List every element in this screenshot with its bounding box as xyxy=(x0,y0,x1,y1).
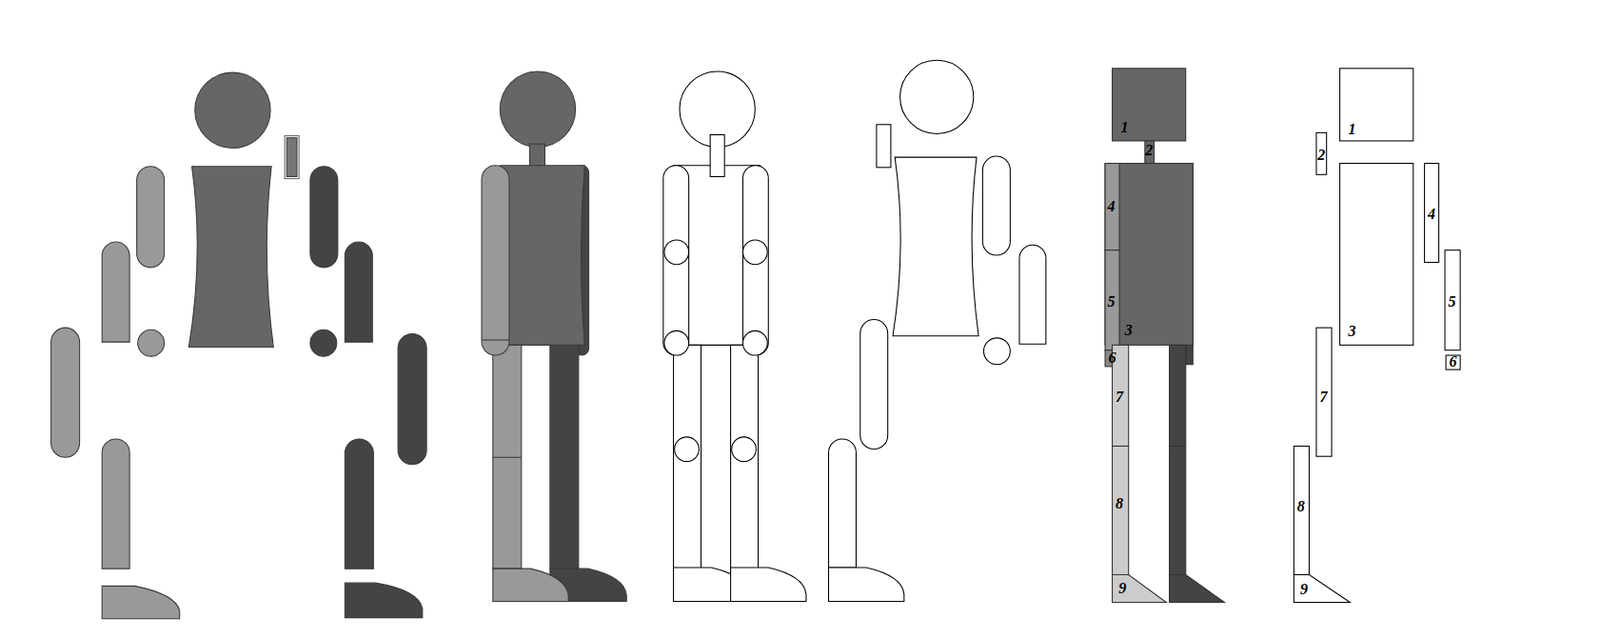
arm xyxy=(742,165,769,356)
forearm-block xyxy=(1105,250,1120,351)
callout-number: 8 xyxy=(1297,498,1305,514)
exploded-grey-figure xyxy=(51,72,428,619)
leg xyxy=(673,344,702,601)
upper-arm-block xyxy=(1105,163,1120,251)
callout-number: 5 xyxy=(1448,294,1457,310)
callout-number: 7 xyxy=(1115,389,1124,405)
callout-number: 3 xyxy=(1125,322,1133,338)
arm xyxy=(481,165,510,356)
callout-number: 4 xyxy=(1427,206,1436,222)
assembled-outline-figure xyxy=(663,71,807,601)
shin-block xyxy=(1293,445,1309,574)
neck-block xyxy=(1316,132,1327,175)
foot-block xyxy=(1293,574,1350,603)
forearm xyxy=(101,241,130,342)
callout-number: 6 xyxy=(1449,355,1458,371)
shin-block xyxy=(1112,445,1129,574)
assembled-grey-figure xyxy=(481,71,627,601)
foot xyxy=(730,567,807,601)
foot-block xyxy=(1169,574,1225,603)
forearm xyxy=(1019,244,1047,344)
callout-number: 6 xyxy=(1108,350,1117,366)
callout-number: 8 xyxy=(1115,496,1124,513)
torso-block xyxy=(1340,163,1414,346)
head-block xyxy=(1112,68,1186,141)
leg xyxy=(493,344,522,569)
thigh xyxy=(860,319,889,450)
leg-block xyxy=(1169,344,1186,574)
upper-arm xyxy=(982,156,1010,256)
foot xyxy=(344,582,422,617)
leg xyxy=(730,344,759,601)
leg xyxy=(550,344,579,569)
elbow-joint xyxy=(742,239,768,265)
head xyxy=(499,71,575,147)
thigh-block xyxy=(1316,327,1332,456)
callout-number: 9 xyxy=(1118,581,1126,597)
block-outline-figure xyxy=(1293,68,1461,603)
upper-arm xyxy=(310,166,338,268)
neck xyxy=(286,138,297,178)
hip-joint xyxy=(742,330,768,356)
foot-block xyxy=(1112,574,1167,603)
callout-number: 7 xyxy=(1319,389,1327,405)
hip-joint xyxy=(664,330,690,356)
knee-line xyxy=(1169,445,1186,447)
thigh xyxy=(51,327,80,457)
head xyxy=(195,72,271,148)
head-block xyxy=(1340,68,1414,141)
forearm xyxy=(344,241,373,342)
forearm-block xyxy=(1444,250,1461,351)
callout-number: 2 xyxy=(1317,147,1325,163)
block-filled-figure xyxy=(1105,68,1225,603)
neck-outline xyxy=(284,136,299,179)
neck xyxy=(710,135,725,178)
neck-block xyxy=(1145,140,1155,164)
knee-joint xyxy=(674,436,700,462)
hand xyxy=(310,329,337,356)
wrist-joint xyxy=(481,338,510,340)
hand xyxy=(983,337,1010,365)
head xyxy=(900,59,974,134)
callout-number: 2 xyxy=(1145,143,1153,159)
torso xyxy=(188,166,274,348)
callout-number: 4 xyxy=(1106,199,1115,216)
shin xyxy=(829,438,857,568)
foot xyxy=(829,567,905,601)
hand xyxy=(138,329,165,356)
upper-arm xyxy=(137,166,165,268)
exploded-outline-figure xyxy=(829,59,1047,601)
thigh xyxy=(397,334,427,465)
callout-number: 1 xyxy=(1347,121,1356,138)
hand-block xyxy=(1445,355,1461,370)
torso xyxy=(499,165,585,346)
upper-arm-block xyxy=(1424,163,1440,263)
callout-number: 1 xyxy=(1120,119,1128,136)
foot xyxy=(101,585,179,618)
callout-number: 9 xyxy=(1300,582,1308,598)
shin xyxy=(344,438,374,569)
foot xyxy=(493,568,569,601)
callout-number: 3 xyxy=(1347,323,1356,339)
knee-joint xyxy=(493,456,522,458)
neck xyxy=(529,143,545,167)
shin xyxy=(101,438,130,569)
neck xyxy=(876,124,891,168)
torso xyxy=(892,157,979,336)
elbow-joint xyxy=(664,239,690,265)
callout-number: 5 xyxy=(1106,294,1115,310)
knee-joint xyxy=(731,436,757,462)
arm xyxy=(663,165,690,356)
